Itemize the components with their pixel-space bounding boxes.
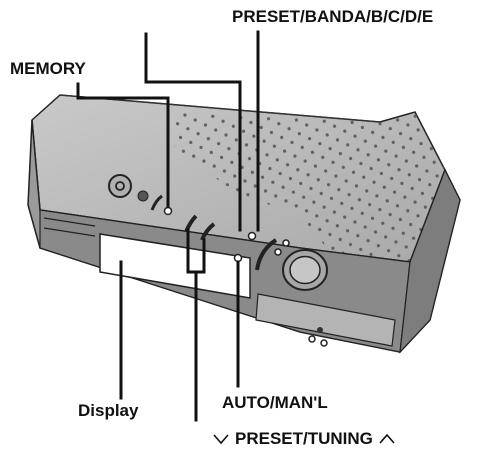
slim-button-1[interactable] (150, 194, 163, 211)
auto-manual-label: AUTO/MAN'L (222, 393, 328, 412)
preset-tuning-label: PRESET/TUNING (235, 429, 373, 448)
display-label: Display (78, 401, 139, 420)
tuning-up-button[interactable] (200, 222, 216, 241)
chevron-down-icon (213, 433, 229, 444)
leader-lines (76, 30, 260, 422)
small-button-1[interactable] (137, 190, 149, 202)
leader-preset-band (144, 32, 242, 232)
preset-tuning-label-group: PRESET/TUNING (213, 430, 395, 447)
display-window (99, 233, 251, 299)
memory-button[interactable] (163, 206, 173, 216)
power-button[interactable] (108, 174, 132, 198)
auto-manual-button[interactable] (233, 253, 243, 263)
curved-button[interactable] (255, 238, 278, 271)
preset-band-button[interactable] (247, 231, 257, 241)
leader-memory (76, 82, 170, 208)
chevron-up-icon (379, 433, 395, 444)
memory-label: MEMORY (10, 59, 86, 78)
preset-band-label: PRESET/BANDA/B/C/D/E (232, 7, 434, 26)
disc-drawer (255, 293, 396, 347)
